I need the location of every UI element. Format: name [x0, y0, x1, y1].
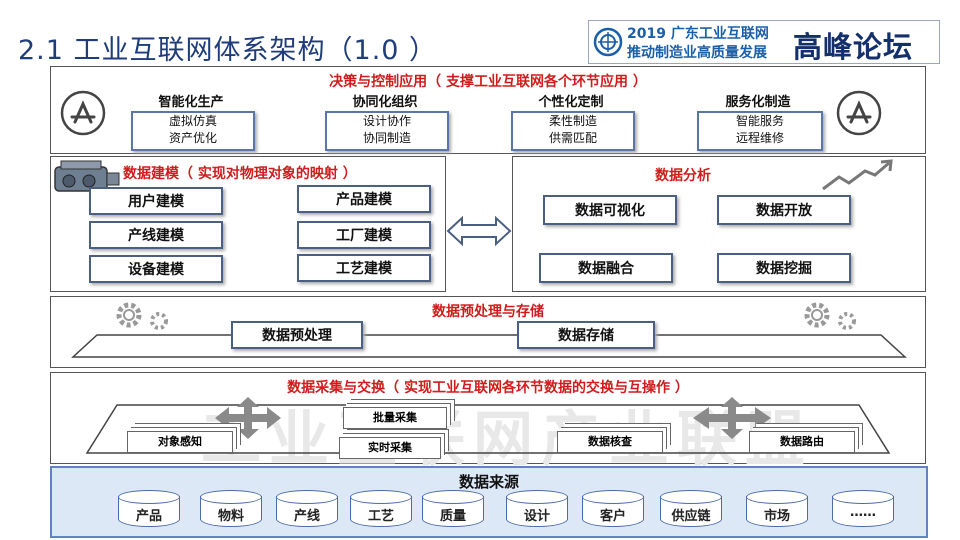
modeling-title: 数据建模（ 实现对物理对象的映射 ）	[123, 166, 357, 182]
source-item: 工艺	[350, 490, 412, 530]
col-item: 远程维修	[735, 131, 784, 145]
app-store-icon-right	[836, 90, 882, 136]
col-box-collaborative-org: 设计协作 协同制造	[325, 111, 449, 151]
decision-section: 决策与控制应用（ 支撑工业互联网各个环节应用 ） 智能化生产 虚拟仿真 资产优化…	[50, 66, 926, 154]
model-box-factory: 工厂建模	[297, 221, 431, 249]
source-item: 产品	[118, 490, 180, 530]
col-item: 智能服务	[735, 114, 784, 128]
exchange-card-batch-collection: 批量采集	[343, 407, 447, 429]
source-title: 数据来源	[458, 473, 519, 491]
source-item: 物料	[200, 490, 262, 530]
forum-banner: 2019 广东工业互联网 推动制造业高质量发展 高峰论坛	[588, 20, 940, 64]
gears-icon-left	[116, 302, 168, 330]
col-item: 虚拟仿真	[168, 114, 217, 128]
source-item: 市场	[746, 490, 808, 530]
col-head-collaborative-org: 协同化组织	[352, 95, 418, 110]
preprocess-section: 数据预处理与存储 数据预处理 数据存储	[50, 296, 926, 368]
analysis-box-visualization: 数据可视化	[543, 195, 677, 225]
analysis-box-mining: 数据挖掘	[717, 253, 851, 283]
trend-chart-icon	[822, 159, 893, 191]
storage-platform	[71, 334, 907, 358]
decision-title: 决策与控制应用（ 支撑工业互联网各个环节应用 ）	[329, 74, 647, 90]
model-box-line: 产线建模	[89, 221, 223, 249]
app-store-icon-left	[60, 90, 106, 136]
col-item: 柔性制造	[548, 114, 597, 128]
model-box-process: 工艺建模	[297, 254, 431, 282]
forum-logo-icon	[593, 27, 623, 57]
exchange-title: 数据采集与交换（ 实现工业互联网各环节数据的交换与互操作 ）	[287, 380, 689, 396]
col-head-personalized-customization: 个性化定制	[538, 95, 604, 110]
bidirectional-arrow-icon	[446, 215, 512, 247]
exchange-section: 工业互联网产业联盟 数据采集与交换（ 实现工业互联网各环节数据的交换与互操作 ）…	[50, 372, 926, 475]
exchange-platform	[85, 404, 891, 454]
engine-icon	[54, 160, 120, 192]
col-item: 协同制造	[362, 131, 411, 145]
source-section: 数据来源 产品 物料 产线 工艺 质量 设计 客户 供应链 市场 ……	[50, 466, 928, 538]
banner-line-2: 推动制造业高质量发展	[627, 45, 767, 61]
col-head-service-manufacturing: 服务化制造	[725, 95, 791, 110]
storage-box: 数据存储	[517, 321, 655, 349]
exchange-card-realtime-collection: 实时采集	[339, 437, 441, 459]
analysis-box-open: 数据开放	[717, 195, 851, 225]
banner-line-1: 2019 广东工业互联网	[627, 26, 769, 42]
page-title: 2.1 工业互联网体系架构（1.0 ）	[18, 35, 438, 66]
gears-icon-right	[804, 302, 856, 330]
col-box-smart-production: 虚拟仿真 资产优化	[131, 111, 255, 151]
exchange-card-data-routing: 数据路由	[749, 431, 855, 453]
model-box-equipment: 设备建模	[89, 255, 223, 283]
exchange-card-object-sensing: 对象感知	[127, 431, 233, 453]
modeling-section: 数据建模（ 实现对物理对象的映射 ） 用户建模 产线建模 设备建模 产品建模 工…	[50, 156, 446, 292]
col-box-service-manufacturing: 智能服务 远程维修	[697, 111, 823, 151]
col-head-smart-production: 智能化生产	[158, 95, 224, 110]
analysis-section: 数据分析 数据可视化 数据开放 数据融合 数据挖掘	[512, 156, 926, 292]
source-item: 设计	[506, 490, 568, 530]
col-item: 供需匹配	[548, 131, 597, 145]
source-item: 客户	[582, 490, 644, 530]
preprocess-title: 数据预处理与存储	[432, 304, 544, 320]
col-box-personalized-customization: 柔性制造 供需匹配	[511, 111, 635, 151]
col-item: 资产优化	[168, 131, 217, 145]
source-item: 供应链	[660, 490, 722, 530]
source-item: 质量	[422, 490, 484, 530]
cross-arrow-icon-right	[693, 397, 771, 439]
analysis-title: 数据分析	[655, 168, 711, 184]
cross-arrow-icon-left	[215, 397, 281, 439]
banner-big-text: 高峰论坛	[793, 30, 914, 64]
model-box-user: 用户建模	[89, 187, 223, 215]
model-box-product: 产品建模	[297, 185, 431, 213]
analysis-box-fusion: 数据融合	[539, 253, 673, 283]
col-item: 设计协作	[362, 114, 411, 128]
exchange-card-data-verification: 数据核查	[557, 431, 663, 453]
preprocess-box: 数据预处理	[231, 321, 363, 349]
source-item: 产线	[276, 490, 338, 530]
source-item: ……	[832, 490, 894, 530]
